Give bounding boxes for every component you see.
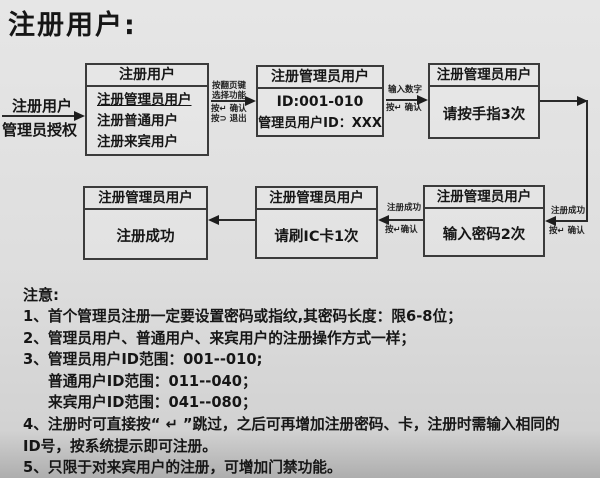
t5-arrowhead-icon [208, 215, 219, 225]
t1-label-above-2: 选择功能 [212, 91, 247, 101]
t1-arrowhead-icon [245, 96, 256, 106]
note-line-1: 1、首个管理员注册一定要设置密码或指纹,其密码长度：限6-8位； [23, 308, 462, 325]
entry-arrow-line [2, 115, 75, 117]
box-swipe-card-body: 请刷IC卡1次 [274, 229, 359, 245]
menu-item-register-guest: 注册来宾用户 [97, 134, 178, 150]
note-line-4b: ID号，按系统提示即可注册。 [23, 437, 217, 455]
box-enter-id-line2: 管理员用户ID：XXX [258, 116, 382, 131]
note-line-2: 2、管理员用户、普通用户、来宾用户的注册操作方式一样； [23, 329, 416, 347]
t3-label-below: 按↵ 确认 [549, 226, 585, 236]
t1-label-above-1: 按翻页键 [212, 81, 247, 91]
t3-label-above: 注册成功 [551, 206, 586, 216]
note-line-3: 3、管理员用户ID范围：001--010; [23, 351, 263, 369]
note-line-3b: 普通用户ID范围：011--040； [48, 372, 257, 390]
menu-item-register-admin: 注册管理员用户 [97, 92, 192, 108]
box-press-finger-body: 请按手指3次 [442, 107, 526, 123]
t3-arrow-line-top [540, 100, 578, 102]
box-register-menu-title: 注册用户 [87, 65, 207, 87]
notes-heading: 注意: [23, 286, 59, 304]
box-enter-id-line1: ID:001-010 [276, 94, 364, 110]
box-enter-password: 注册管理员用户 输入密码2次 [423, 185, 545, 257]
t3-arrowhead-bottom-icon [545, 216, 556, 226]
note-line-4: 4、注册时可直接按“ ↵ ”跳过，之后可再增加注册密码、卡，注册时需输入相同的 [23, 415, 560, 433]
page-title: 注册用户: [8, 10, 137, 41]
t4-arrowhead-icon [378, 215, 389, 225]
t3-arrow-line-bottom [556, 220, 588, 222]
t2-arrowhead-icon [417, 95, 428, 105]
box-register-menu: 注册用户 注册管理员用户 注册普通用户 注册来宾用户 [85, 63, 209, 156]
box-swipe-card-title: 注册管理员用户 [257, 188, 376, 210]
t1-label-below-1: 按↵ 确认 [211, 104, 247, 114]
t3-arrowhead-top-icon [577, 96, 588, 106]
t4-arrow-line [389, 219, 423, 221]
t5-arrow-line [219, 219, 255, 221]
box-press-finger-title: 注册管理员用户 [430, 65, 538, 87]
menu-item-register-normal: 注册普通用户 [97, 113, 178, 129]
t1-arrow-line [211, 100, 246, 102]
t2-arrow-line [386, 99, 417, 101]
box-swipe-card: 注册管理员用户 请刷IC卡1次 [255, 186, 378, 259]
t4-label-below: 按↵确认 [385, 225, 418, 235]
box-register-success: 注册管理员用户 注册成功 [83, 186, 208, 260]
t2-label-above: 输入数字 [388, 85, 423, 95]
box-register-success-body: 注册成功 [116, 229, 175, 245]
t1-label-below-2: 按⊃ 退出 [211, 114, 247, 124]
box-press-finger: 注册管理员用户 请按手指3次 [428, 63, 540, 139]
box-enter-password-title: 注册管理员用户 [425, 187, 543, 209]
entry-label-bottom: 管理员授权 [2, 121, 78, 139]
box-enter-id: 注册管理员用户 ID:001-010 管理员用户ID：XXX [256, 65, 384, 137]
box-register-success-title: 注册管理员用户 [85, 188, 206, 210]
entry-arrowhead-icon [74, 111, 85, 121]
t4-label-above: 注册成功 [387, 203, 422, 213]
note-line-3c: 来宾用户ID范围：041--080； [48, 394, 257, 412]
box-enter-id-title: 注册管理员用户 [258, 67, 382, 89]
t3-arrow-line-vertical [586, 100, 588, 222]
t2-label-below: 按↵ 确认 [386, 103, 422, 113]
note-line-5: 5、只限于对来宾用户的注册，可增加门禁功能。 [23, 459, 342, 477]
box-register-menu-items: 注册管理员用户 注册普通用户 注册来宾用户 [87, 87, 207, 153]
box-enter-password-body: 输入密码2次 [442, 227, 526, 243]
notes-section: 注意: 1、首个管理员注册一定要设置密码或指纹,其密码长度：限6-8位； 2、管… [23, 284, 597, 478]
entry-label-top: 注册用户 [12, 97, 73, 115]
